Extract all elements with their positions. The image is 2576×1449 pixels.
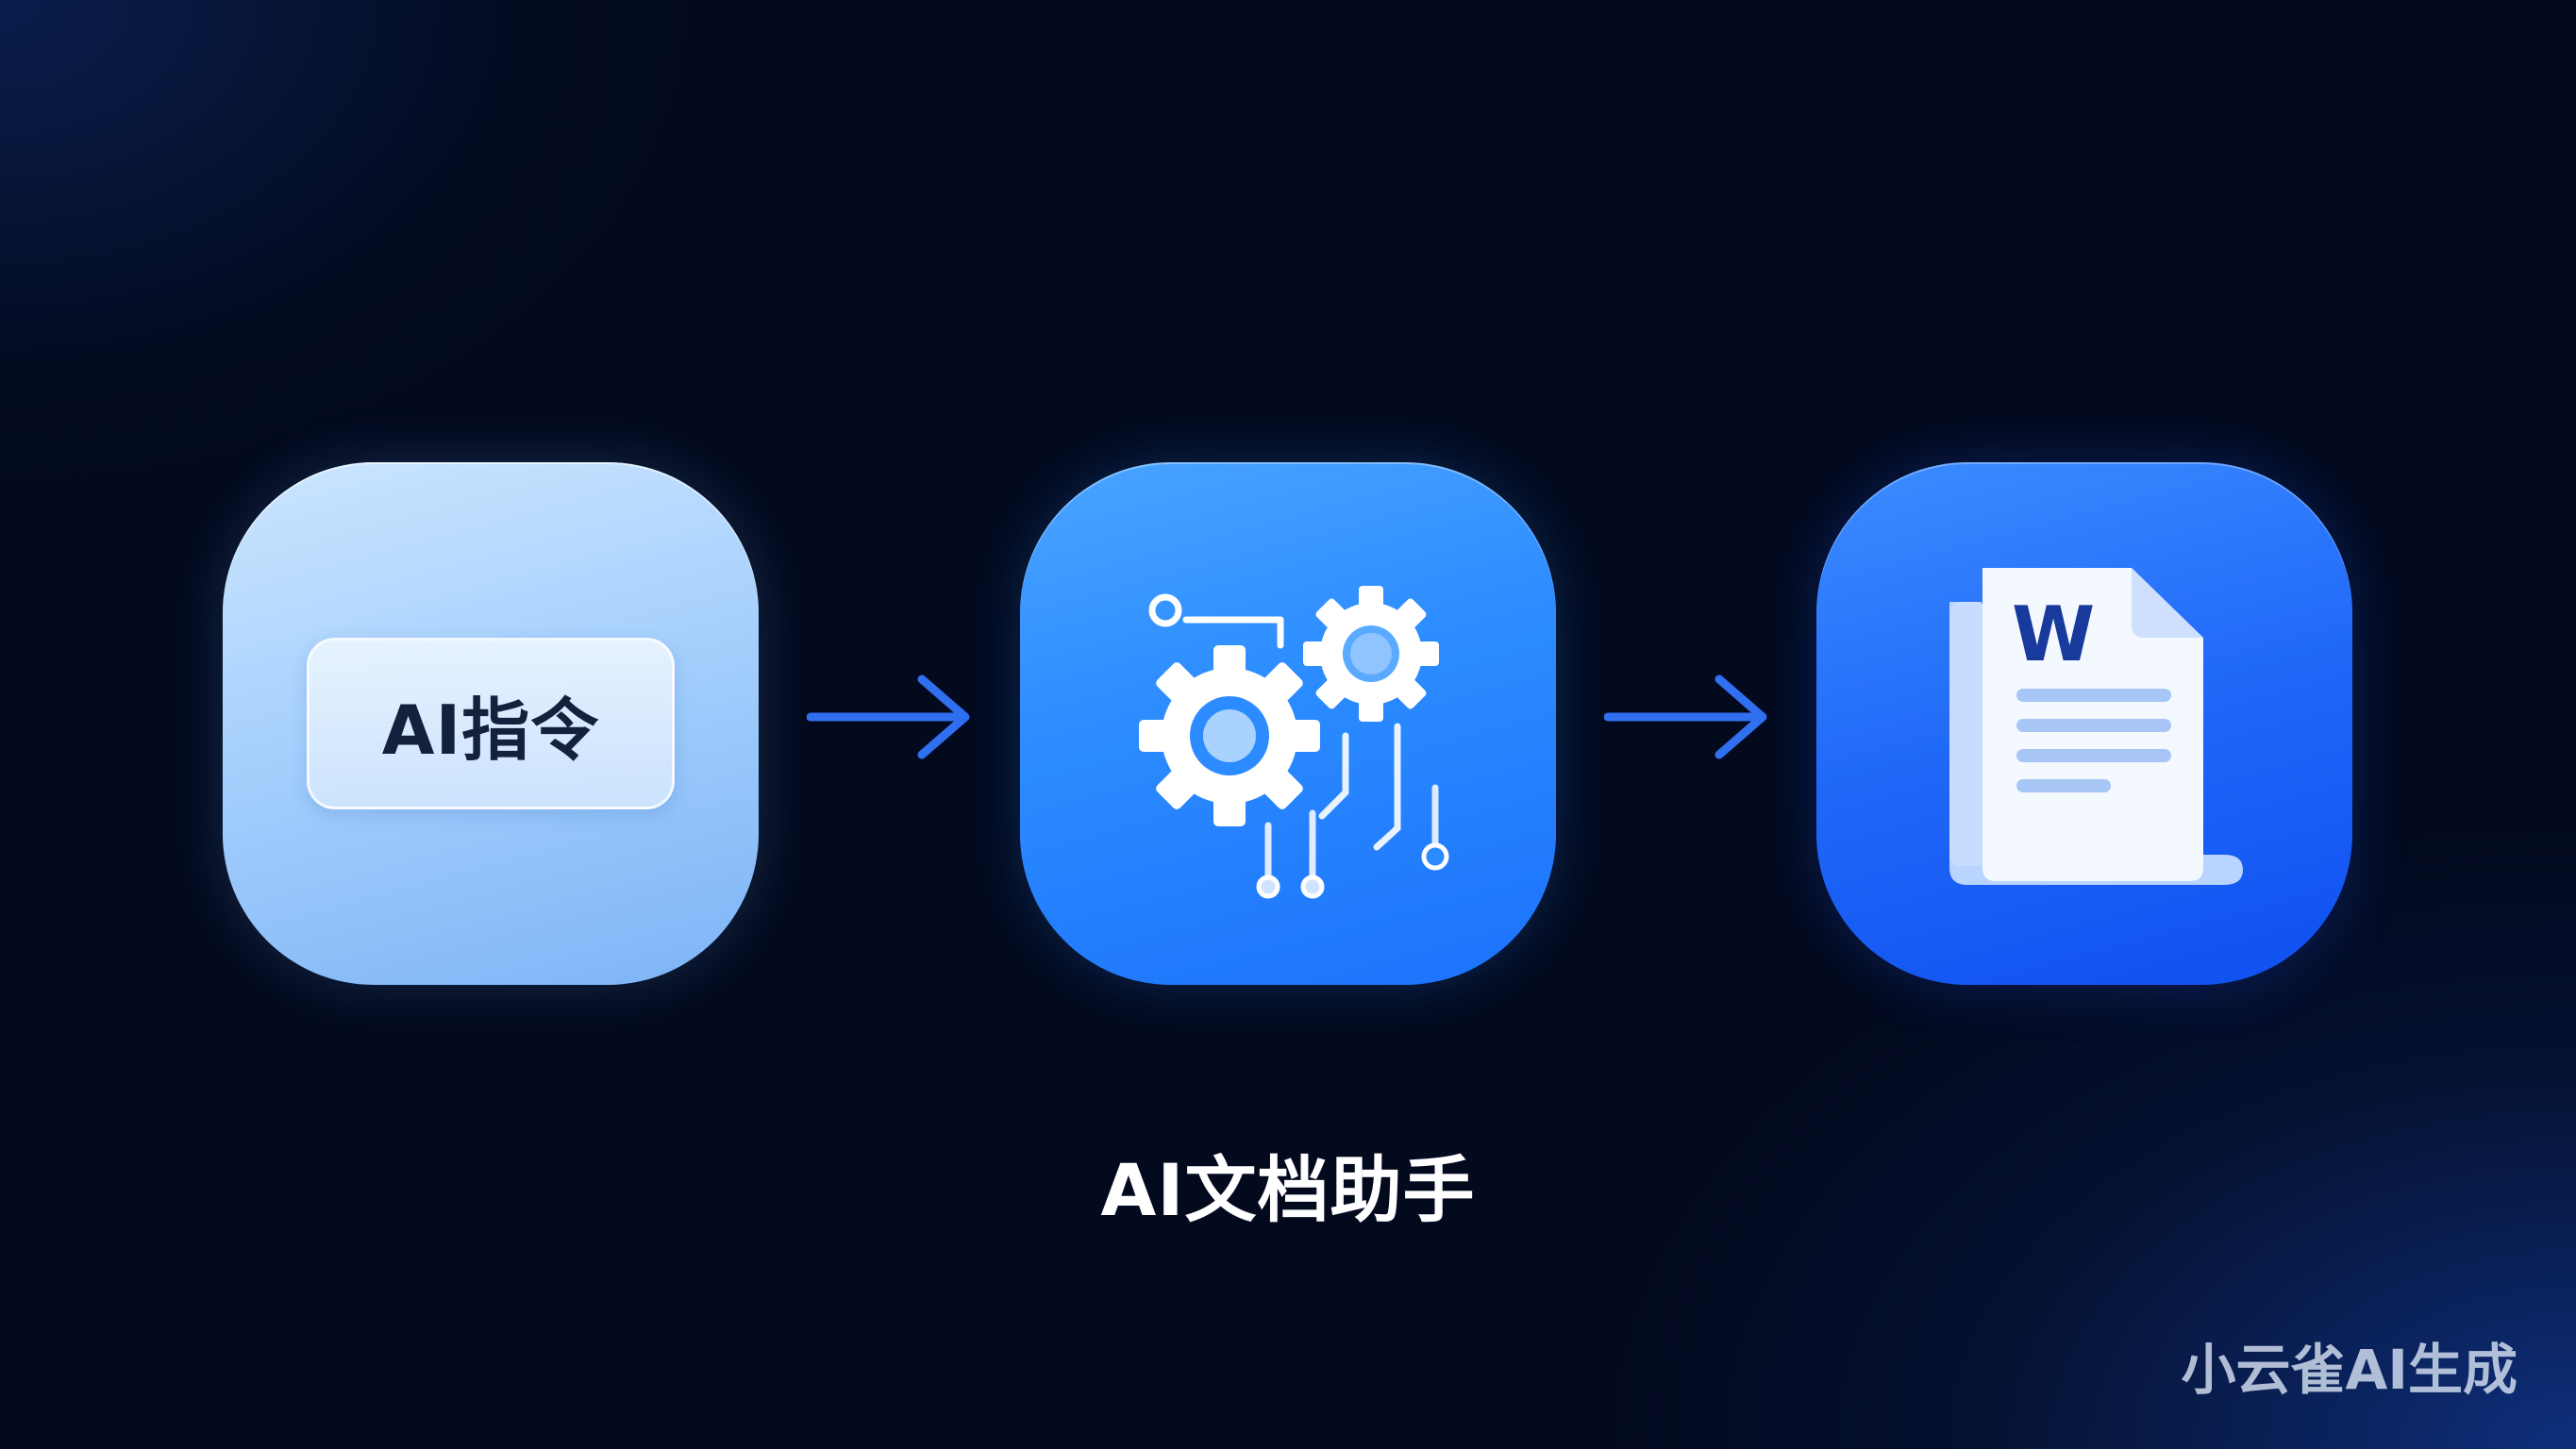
step-document-tile: W bbox=[1816, 462, 2352, 985]
large-gear-icon bbox=[1139, 645, 1320, 826]
circuit-traces bbox=[1264, 723, 1439, 881]
gears-circuit-icon bbox=[1139, 586, 1449, 899]
diagram-caption: AI文档助手 bbox=[1100, 1148, 1476, 1232]
small-gear-icon bbox=[1303, 586, 1439, 722]
watermark: 小云雀AI生成 bbox=[2181, 1338, 2517, 1402]
arrow-right-icon bbox=[807, 675, 970, 759]
instruction-label: AI指令 bbox=[381, 690, 600, 770]
doc-letter: W bbox=[2012, 591, 2095, 678]
instruction-box: AI指令 bbox=[307, 638, 675, 809]
word-document-icon: W bbox=[1949, 568, 2243, 885]
doc-text-lines bbox=[2016, 689, 2171, 792]
step-processing-tile bbox=[1020, 462, 1556, 985]
arrow-right-icon bbox=[1604, 675, 1767, 759]
step-instruction-tile: AI指令 bbox=[223, 462, 759, 985]
